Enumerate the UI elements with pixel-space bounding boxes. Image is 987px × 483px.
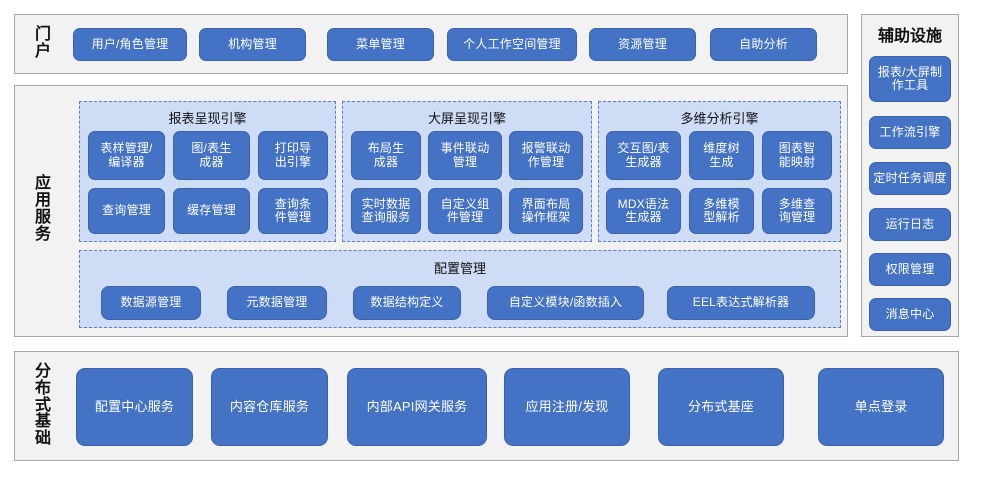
config-item-data-structure-definition[interactable]: 数据结构定义	[353, 286, 461, 320]
report-item-chart-table-generator[interactable]: 图/表生 成器	[173, 131, 250, 180]
multidimensional-analysis-engine-title: 多维分析引擎	[680, 111, 759, 126]
auxiliary-item-scheduled-task-scheduling[interactable]: 定时任务调度	[869, 162, 951, 195]
olap-item-multidimensional-query-management[interactable]: 多维查 询管理	[762, 188, 832, 234]
config-item-custom-module-function-insertion[interactable]: 自定义模块/函数插入	[487, 286, 644, 320]
auxiliary-item-message-center[interactable]: 消息中心	[869, 298, 951, 331]
olap-item-chart-intelligent-mapping[interactable]: 图表智 能映射	[762, 131, 832, 180]
auxiliary-item-runtime-log[interactable]: 运行日志	[869, 208, 951, 241]
distributed-item-single-sign-on[interactable]: 单点登录	[818, 368, 944, 446]
report-item-query-condition-management[interactable]: 查询条 件管理	[258, 188, 328, 234]
distributed-item-internal-api-gateway-service[interactable]: 内部API网关服务	[347, 368, 487, 446]
olap-item-dimension-tree-generation[interactable]: 维度树 生成	[689, 131, 754, 180]
screen-item-event-linkage-management[interactable]: 事件联动 管理	[428, 131, 502, 180]
portal-item-resource-management[interactable]: 资源管理	[589, 28, 696, 61]
auxiliary-item-workflow-engine[interactable]: 工作流引擎	[869, 116, 951, 149]
olap-item-interactive-chart-table-generator[interactable]: 交互图/表 生成器	[606, 131, 681, 180]
application-services-section-label: 应 用 服 务	[34, 175, 51, 243]
report-item-template-management-compiler[interactable]: 表样管理/ 编译器	[88, 131, 165, 180]
report-item-query-management[interactable]: 查询管理	[88, 188, 165, 234]
configuration-management-title: 配置管理	[433, 261, 486, 276]
distributed-item-config-center-service[interactable]: 配置中心服务	[76, 368, 193, 446]
config-item-datasource-management[interactable]: 数据源管理	[101, 286, 201, 320]
report-item-cache-management[interactable]: 缓存管理	[173, 188, 250, 234]
screen-item-custom-component-management[interactable]: 自定义组 件管理	[428, 188, 502, 234]
large-screen-rendering-engine-title: 大屏呈现引擎	[427, 111, 506, 126]
distributed-item-distributed-base[interactable]: 分布式基座	[658, 368, 784, 446]
screen-item-alarm-linkage-action-management[interactable]: 报警联动 作管理	[509, 131, 583, 180]
screen-item-realtime-data-query-service[interactable]: 实时数据 查询服务	[351, 188, 421, 234]
config-item-eel-expression-parser[interactable]: EEL表达式解析器	[667, 286, 815, 320]
olap-item-mdx-syntax-generator[interactable]: MDX语法 生成器	[606, 188, 681, 234]
portal-section-label: 门 户	[34, 26, 51, 60]
portal-item-org-management[interactable]: 机构管理	[199, 28, 306, 61]
config-item-metadata-management[interactable]: 元数据管理	[227, 286, 327, 320]
distributed-item-application-registration-discovery[interactable]: 应用注册/发现	[504, 368, 630, 446]
auxiliary-item-permission-management[interactable]: 权限管理	[869, 253, 951, 286]
olap-item-multidimensional-model-parsing[interactable]: 多维模 型解析	[689, 188, 754, 234]
screen-item-ui-layout-operation-framework[interactable]: 界面布局 操作框架	[509, 188, 583, 234]
report-item-print-export-engine[interactable]: 打印导 出引擎	[258, 131, 328, 180]
portal-item-self-service-analysis[interactable]: 自助分析	[710, 28, 817, 61]
screen-item-layout-generator[interactable]: 布局生 成器	[351, 131, 421, 180]
auxiliary-facilities-title: 辅助设施	[877, 28, 942, 45]
portal-item-menu-management[interactable]: 菜单管理	[327, 28, 434, 61]
distributed-foundation-section-label: 分 布 式 基 础	[34, 362, 51, 448]
auxiliary-item-report-screen-authoring-tool[interactable]: 报表/大屏制 作工具	[869, 56, 951, 102]
report-rendering-engine-title: 报表呈现引擎	[168, 111, 247, 126]
distributed-item-content-repository-service[interactable]: 内容仓库服务	[211, 368, 328, 446]
portal-item-user-role-management[interactable]: 用户/角色管理	[73, 28, 187, 61]
portal-item-personal-workspace-management[interactable]: 个人工作空间管理	[447, 28, 577, 61]
